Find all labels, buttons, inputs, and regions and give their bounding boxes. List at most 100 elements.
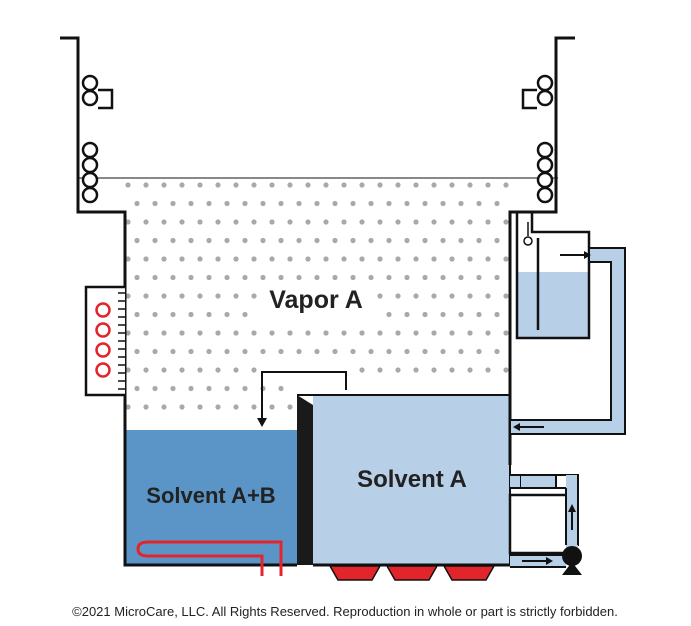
- vapor-dot: [269, 404, 275, 410]
- tank-outline: [60, 36, 297, 567]
- vapor-dot: [179, 330, 185, 336]
- vapor-dot: [233, 256, 239, 262]
- vapor-dot: [179, 404, 185, 410]
- vapor-dot: [197, 182, 203, 188]
- vapor-dot: [161, 330, 167, 336]
- vapor-dot: [494, 311, 500, 318]
- vapor-dot: [143, 330, 149, 336]
- vapor-dot: [215, 182, 221, 188]
- vapor-dot: [458, 237, 464, 244]
- vapor-dot: [170, 348, 176, 355]
- vapor-dot: [359, 367, 365, 373]
- vapor-dot: [152, 237, 158, 244]
- vapor-dot: [170, 200, 176, 207]
- vapor-dot: [359, 182, 365, 188]
- vapor-dot: [341, 182, 347, 188]
- vapor-dot: [287, 330, 293, 336]
- vapor-dot: [170, 311, 176, 318]
- vapor-dot: [305, 219, 311, 225]
- vapor-dot: [278, 200, 284, 207]
- vapor-dot: [134, 385, 140, 392]
- vapor-dot: [233, 367, 239, 373]
- vapor-dot: [503, 182, 509, 188]
- vapor-dot: [476, 274, 482, 281]
- vapor-dot: [125, 404, 131, 410]
- vapor-dot: [305, 182, 311, 188]
- vapor-dots: [125, 182, 509, 410]
- vapor-dot: [377, 330, 383, 336]
- vapor-dot: [170, 237, 176, 244]
- vapor-dot: [350, 200, 356, 207]
- return-pipe: [509, 247, 626, 435]
- vapor-dot: [287, 219, 293, 225]
- vapor-dot: [287, 404, 293, 410]
- vapor-dot: [386, 311, 392, 318]
- vapor-dot: [206, 237, 212, 244]
- vapor-dot: [224, 385, 230, 392]
- vapor-dot: [197, 293, 203, 299]
- vapor-dot: [314, 237, 320, 244]
- vapor-dot: [332, 274, 338, 281]
- vapor-dot: [260, 274, 266, 281]
- vapor-dot: [449, 182, 455, 188]
- vapor-dot: [224, 274, 230, 281]
- vapor-dot: [251, 367, 257, 373]
- flow-arrow-icon: [584, 251, 591, 259]
- vapor-dot: [431, 293, 437, 299]
- vapor-dot: [278, 385, 284, 392]
- vapor-dot: [431, 182, 437, 188]
- vapor-dot: [242, 200, 248, 207]
- vapor-dot: [206, 200, 212, 207]
- copyright-notice: ©2021 MicroCare, LLC. All Rights Reserve…: [72, 604, 618, 619]
- vapor-dot: [350, 237, 356, 244]
- vapor-dot: [251, 219, 257, 225]
- vapor-dot: [260, 237, 266, 244]
- vapor-dot: [215, 404, 221, 410]
- vapor-dot: [449, 293, 455, 299]
- vapor-dot: [341, 219, 347, 225]
- vapor-dot: [206, 385, 212, 392]
- vapor-dot: [485, 219, 491, 225]
- vapor-dot: [494, 237, 500, 244]
- filter-pump-loop: [508, 474, 582, 575]
- vapor-dot: [395, 182, 401, 188]
- vapor-dot: [386, 274, 392, 281]
- vapor-dot: [476, 237, 482, 244]
- vapor-dot: [476, 200, 482, 207]
- vapor-dot: [287, 256, 293, 262]
- vapor-dot: [332, 348, 338, 355]
- vapor-dot: [233, 330, 239, 336]
- vapor-dot: [386, 348, 392, 355]
- vapor-dot: [395, 293, 401, 299]
- vapor-dot: [386, 200, 392, 207]
- vapor-dot: [449, 367, 455, 373]
- vapor-dot: [197, 404, 203, 410]
- vapor-dot: [269, 182, 275, 188]
- vapor-dot: [413, 219, 419, 225]
- vapor-dot: [413, 256, 419, 262]
- vapor-dot: [422, 311, 428, 318]
- vapor-dot: [224, 311, 230, 318]
- vapor-dot: [431, 367, 437, 373]
- vapor-dot: [503, 367, 509, 373]
- vapor-dot: [233, 293, 239, 299]
- vapor-dot: [269, 330, 275, 336]
- vapor-dot: [251, 256, 257, 262]
- vapor-dot: [350, 274, 356, 281]
- vapor-dot: [170, 274, 176, 281]
- vapor-dot: [413, 182, 419, 188]
- vapor-dot: [197, 330, 203, 336]
- vapor-dot: [179, 182, 185, 188]
- vapor-dot: [125, 256, 131, 262]
- vapor-dot: [260, 348, 266, 355]
- vapor-dot: [161, 367, 167, 373]
- vapor-dot: [188, 274, 194, 281]
- vapor-dot: [422, 237, 428, 244]
- vapor-dot: [467, 182, 473, 188]
- vapor-dot: [296, 348, 302, 355]
- cooling-coil-icon: [536, 74, 554, 204]
- vapor-dot: [377, 182, 383, 188]
- vapor-dot: [278, 237, 284, 244]
- vapor-dot: [206, 348, 212, 355]
